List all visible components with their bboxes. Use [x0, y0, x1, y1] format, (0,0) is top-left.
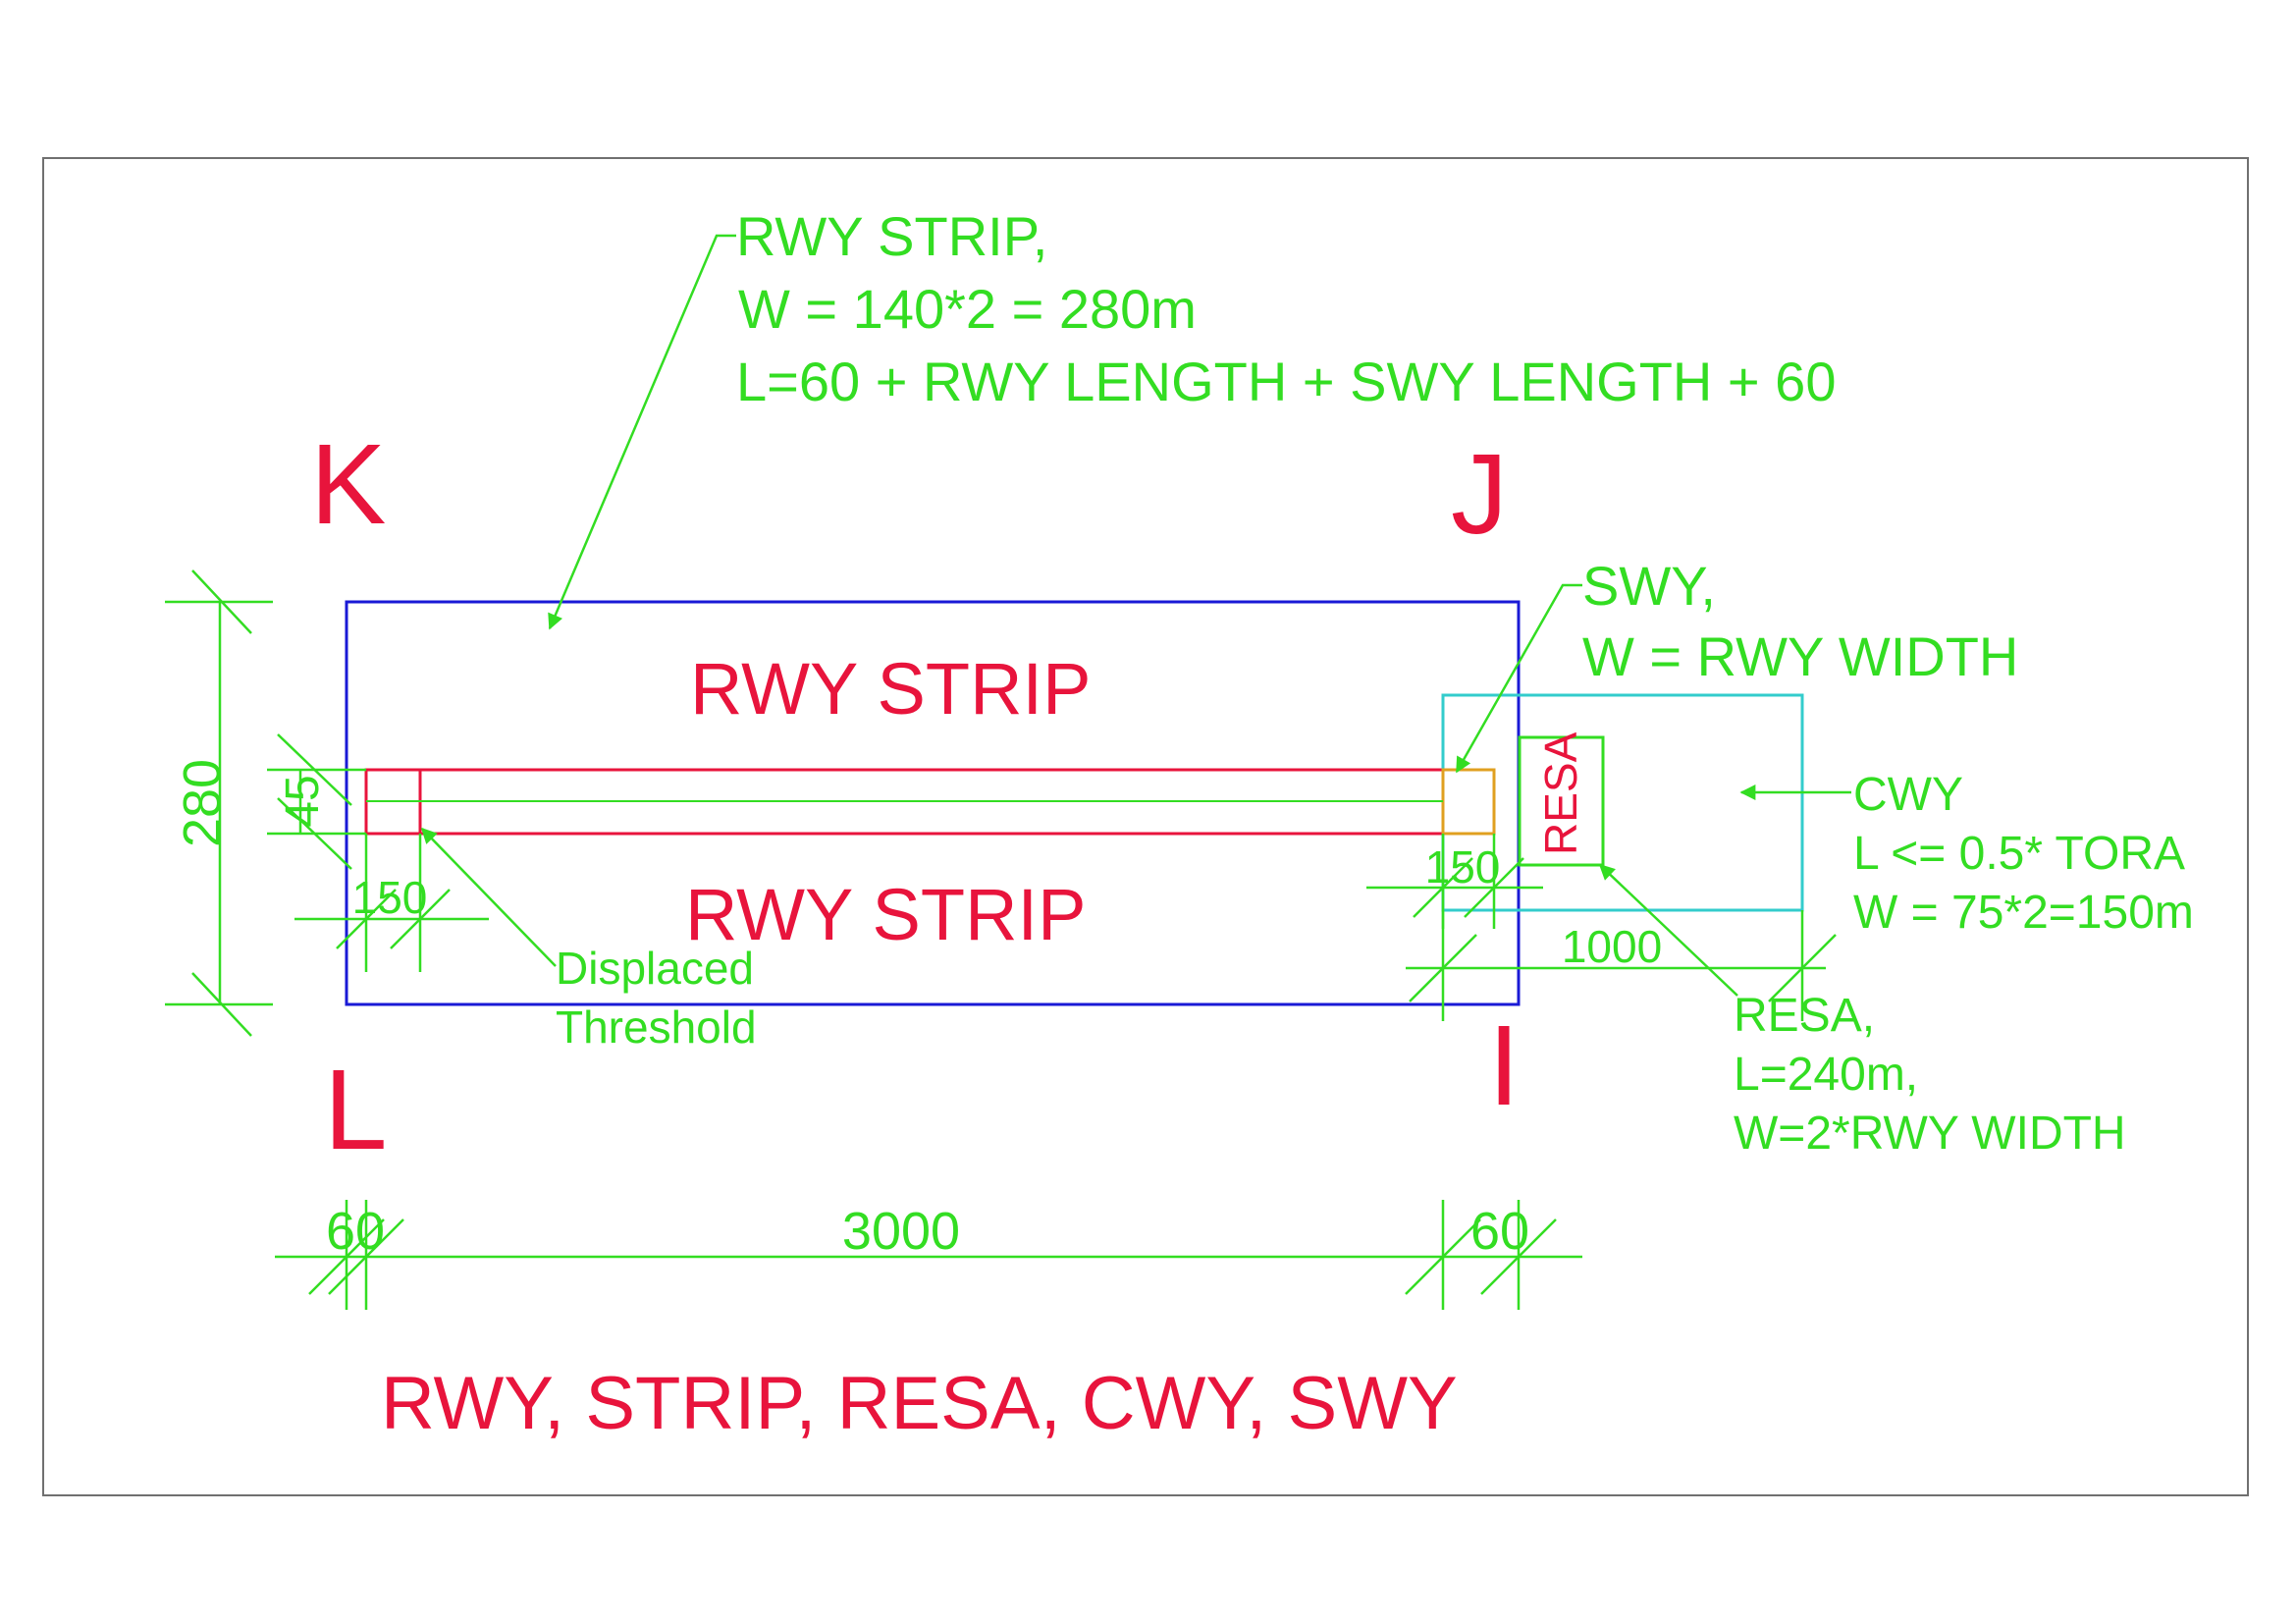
- resa-callout-line3: W=2*RWY WIDTH: [1734, 1108, 2126, 1160]
- strip-label-upper: RWY STRIP: [690, 648, 1091, 730]
- dim-rwy-width: 45: [277, 775, 329, 827]
- dim-strip-end-left: 60: [326, 1202, 385, 1261]
- strip-callout-line1: RWY STRIP,: [736, 205, 1047, 267]
- swy-callout-line2: W = RWY WIDTH: [1582, 625, 2018, 687]
- corner-label-i: I: [1488, 1001, 1520, 1129]
- diagram-title: RWY, STRIP, RESA, CWY, SWY: [381, 1362, 1458, 1445]
- dim-swy-length: 150: [1425, 841, 1501, 893]
- cwy-callout-line2: L <= 0.5* TORA: [1853, 828, 2185, 880]
- corner-label-k: K: [310, 420, 386, 548]
- drawing-frame: [42, 157, 2249, 1496]
- threshold-callout-line2: Threshold: [556, 1001, 757, 1053]
- swy-callout-line1: SWY,: [1582, 555, 1716, 617]
- threshold-leader: [420, 827, 557, 967]
- dim-threshold-offset: 150: [352, 872, 428, 923]
- strip-leader: [548, 234, 736, 630]
- leader-lines: [420, 234, 1851, 997]
- resa-label: RESA: [1535, 731, 1586, 855]
- strip-callout-line2: W = 140*2 = 280m: [738, 278, 1197, 340]
- resa-leader: [1598, 863, 1738, 997]
- resa-callout-line1: RESA,: [1734, 990, 1875, 1042]
- swy-leader: [1455, 583, 1582, 774]
- cwy-callout-line3: W = 75*2=150m: [1853, 887, 2194, 939]
- dim-rwy-length: 3000: [842, 1202, 960, 1261]
- threshold-callout-line1: Displaced: [556, 943, 754, 994]
- dimension-lines: [165, 569, 1837, 1310]
- stopway-outline: [1441, 768, 1496, 836]
- dim-cwy-length: 1000: [1562, 921, 1662, 972]
- strip-callout-line3: L=60 + RWY LENGTH + SWY LENGTH + 60: [736, 351, 1836, 412]
- resa-callout-line2: L=240m,: [1734, 1049, 1918, 1101]
- resa-outline: [1518, 735, 1605, 867]
- corner-label-l: L: [324, 1046, 388, 1173]
- dim-strip-end-right: 60: [1470, 1202, 1529, 1261]
- corner-label-j: J: [1451, 430, 1508, 558]
- strip-label-lower: RWY STRIP: [685, 874, 1086, 955]
- cwy-callout-line1: CWY: [1853, 769, 1963, 821]
- dim-strip-width: 280: [173, 759, 232, 847]
